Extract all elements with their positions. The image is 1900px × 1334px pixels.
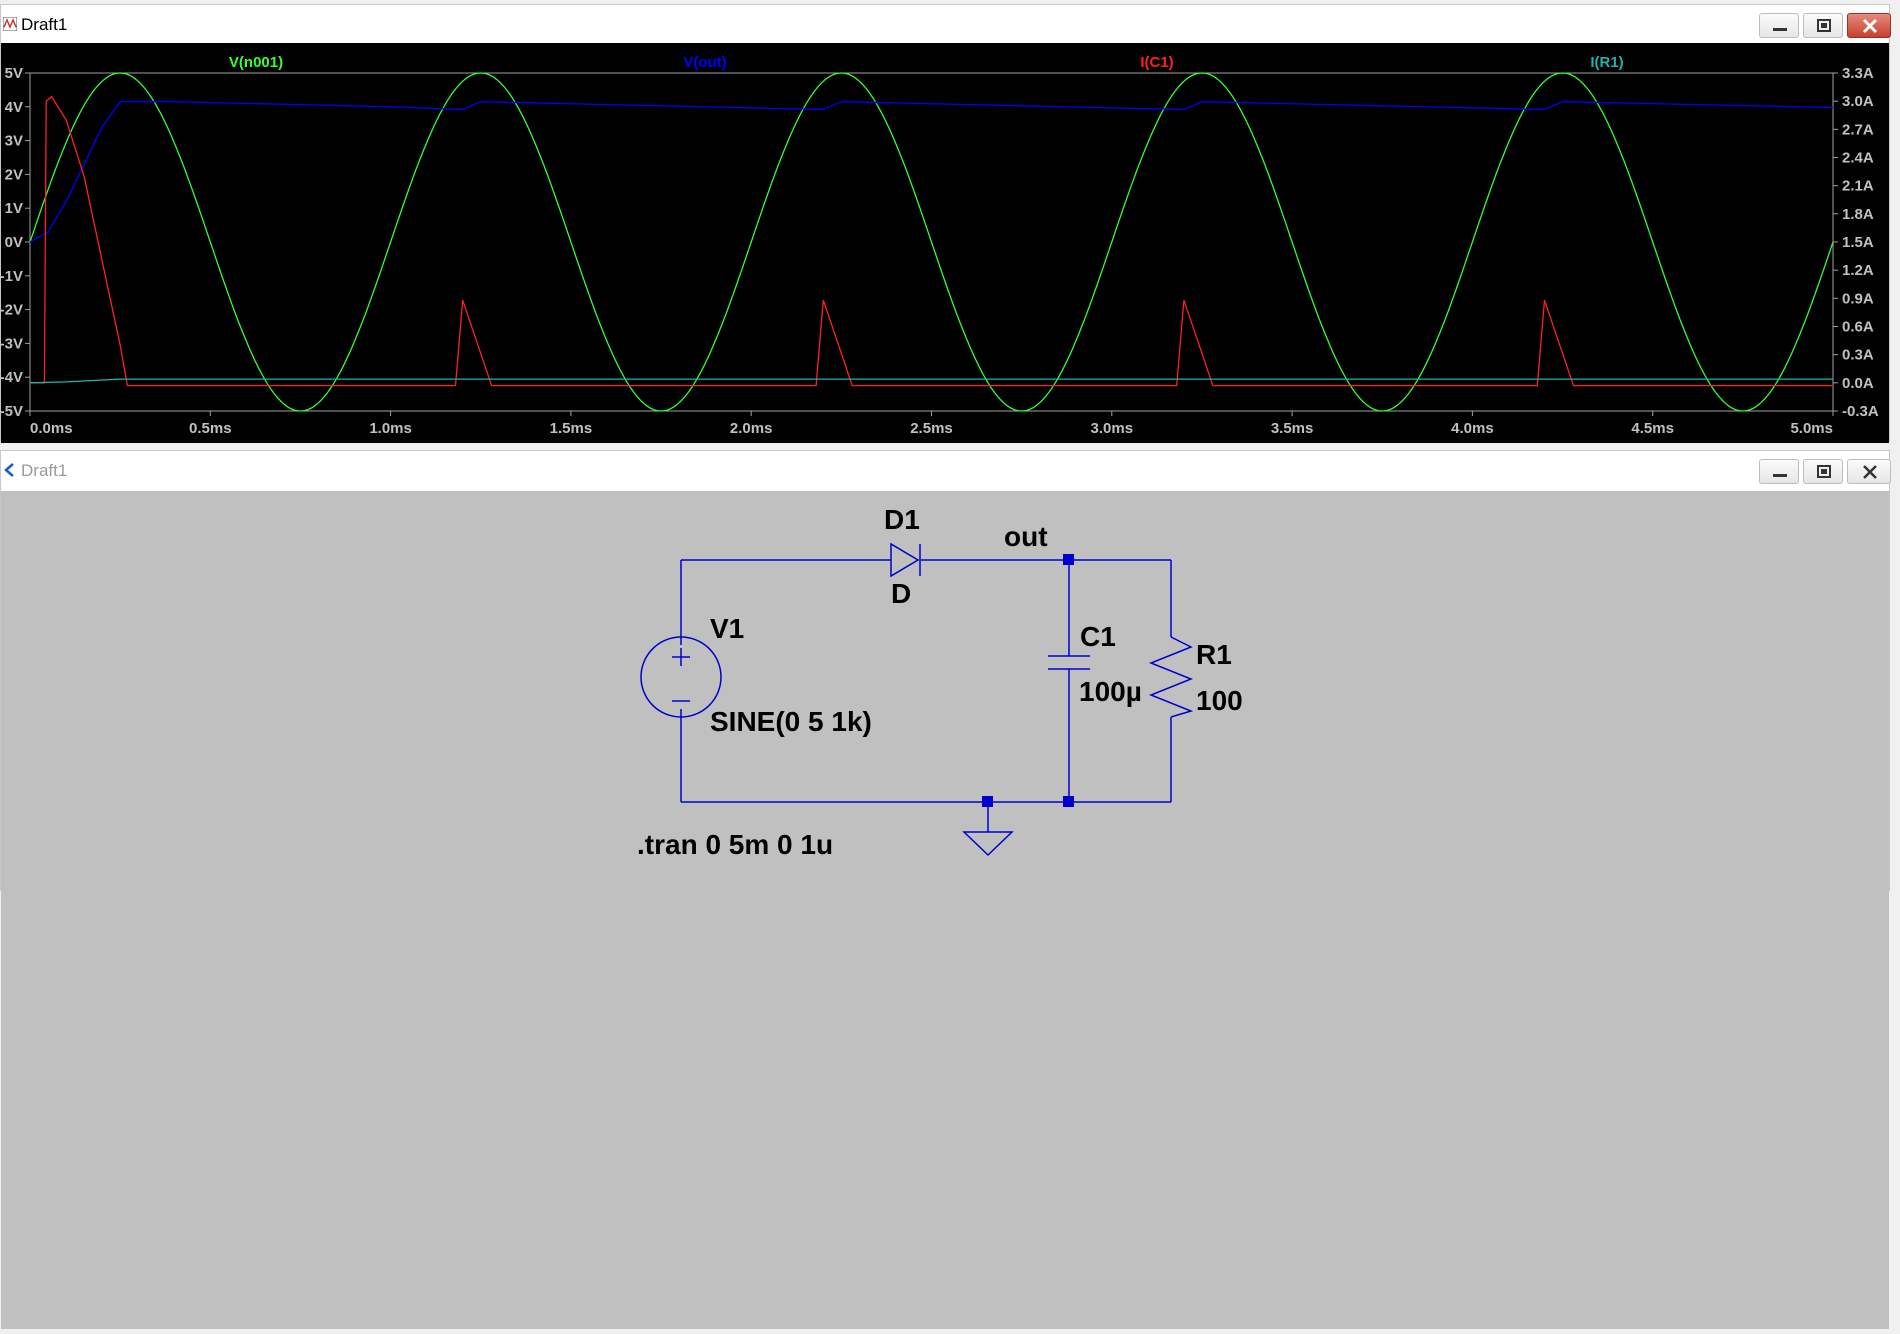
net-label-out[interactable]: out (1004, 521, 1048, 552)
x-tick-label: 2.0ms (730, 420, 773, 437)
trace-label: I(C1) (1140, 54, 1173, 71)
capacitor-c1[interactable] (1048, 655, 1090, 670)
right-tick-label: 2.4A (1842, 150, 1874, 167)
trace-label: I(R1) (1590, 54, 1623, 71)
waveform-plot[interactable]: 0.0ms 0.5ms 1.0ms 1.5ms 2.0ms 2.5ms 3.0ms 3.5ms… (0, 43, 1889, 443)
maximize-button[interactable] (1803, 459, 1843, 484)
x-tick-label: 3.5ms (1271, 420, 1314, 437)
spice-directive[interactable]: .tran 0 5m 0 1u (637, 829, 833, 860)
right-tick-label: 3.0A (1842, 93, 1874, 110)
right-tick-label: 0.0A (1842, 375, 1874, 392)
x-tick-label: 4.0ms (1451, 420, 1494, 437)
capacitor-value-label[interactable]: 100µ (1079, 676, 1142, 707)
right-tick-label: 0.6A (1842, 319, 1874, 336)
left-tick-label: 1V (5, 200, 23, 217)
schematic-window: Draft1 (0, 450, 1891, 1329)
minimize-icon (1773, 28, 1787, 31)
plot-window-titlebar[interactable]: Draft1 (1, 5, 1891, 43)
right-tick-label: -0.3A (1842, 403, 1879, 420)
junctions (982, 554, 1074, 807)
right-tick-label: 1.2A (1842, 262, 1874, 279)
waveform-chart[interactable]: 0.0ms 0.5ms 1.0ms 1.5ms 2.0ms 2.5ms 3.0ms 3.5ms… (0, 43, 1889, 443)
minimize-icon (1773, 474, 1787, 477)
trace-label: V(n001) (229, 54, 283, 71)
ground-symbol[interactable] (962, 831, 1014, 857)
right-tick-label: 1.5A (1842, 234, 1874, 251)
x-tick-label: 1.5ms (550, 420, 593, 437)
restore-icon (1817, 465, 1831, 478)
schematic-drawing[interactable]: D1 D out V1 SINE(0 5 1k) C1 100µ R1 100 … (1, 491, 1889, 1329)
capacitor-name-label[interactable]: C1 (1080, 621, 1116, 652)
source-value-label[interactable]: SINE(0 5 1k) (710, 706, 872, 737)
minimize-button[interactable] (1759, 13, 1799, 38)
left-tick-label: -5V (1, 403, 23, 420)
plot-window-title: Draft1 (21, 15, 68, 34)
source-name-label[interactable]: V1 (710, 613, 744, 644)
trace-v-out (29, 101, 1834, 243)
schematic-window-titlebar[interactable]: Draft1 (1, 451, 1891, 489)
close-button[interactable] (1847, 459, 1891, 484)
right-tick-label: 2.7A (1842, 121, 1874, 138)
diode-model-label[interactable]: D (891, 578, 911, 609)
resistor-name-label[interactable]: R1 (1196, 639, 1232, 670)
resistor-r1[interactable] (1148, 636, 1194, 718)
right-tick-label: 0.9A (1842, 290, 1874, 307)
junction-dot (1063, 796, 1074, 807)
left-tick-label: 4V (5, 99, 23, 116)
x-tick-label: 1.0ms (369, 420, 412, 437)
junction-dot (1063, 554, 1074, 565)
restore-icon (1817, 19, 1831, 32)
left-tick-label: 2V (5, 166, 23, 183)
trace-i-c1 (30, 95, 1833, 387)
close-button[interactable] (1847, 13, 1891, 38)
right-tick-label: 0.3A (1842, 347, 1874, 364)
schematic-canvas[interactable]: D1 D out V1 SINE(0 5 1k) C1 100µ R1 100 … (1, 491, 1889, 1329)
resistor-value-label[interactable]: 100 (1196, 685, 1243, 716)
left-tick-label: 3V (5, 133, 23, 150)
left-tick-label: 5V (5, 65, 23, 82)
wires[interactable] (680, 559, 1172, 832)
junction-dot (982, 796, 993, 807)
schematic-window-title: Draft1 (21, 461, 68, 480)
minimize-button[interactable] (1759, 459, 1799, 484)
close-icon (1863, 465, 1877, 479)
voltage-source-v1[interactable] (640, 636, 722, 718)
waveform-viewer-icon (3, 17, 17, 31)
left-tick-label: -3V (1, 335, 23, 352)
x-tick-label: 5.0ms (1790, 420, 1833, 437)
right-tick-label: 1.8A (1842, 206, 1874, 223)
trace-v-n001 (29, 72, 1834, 412)
plot-window: Draft1 0.0ms 0.5ms 1.0ms 1.5ms 2.0ms 2.5ms 3.0… (0, 4, 1891, 443)
diode-d1[interactable] (890, 542, 921, 578)
close-icon (1862, 18, 1878, 34)
x-tick-label: 0.0ms (30, 420, 73, 437)
x-tick-label: 4.5ms (1631, 420, 1674, 437)
right-tick-label: 3.3A (1842, 65, 1874, 82)
x-tick-label: 3.0ms (1091, 420, 1134, 437)
diode-name-label[interactable]: D1 (884, 504, 920, 535)
x-tick-label: 2.5ms (910, 420, 953, 437)
trace-label: V(out) (683, 54, 726, 71)
x-tick-label: 0.5ms (189, 420, 232, 437)
left-tick-label: -4V (1, 369, 23, 386)
trace-i-r1 (29, 378, 1833, 384)
right-tick-label: 2.1A (1842, 178, 1874, 195)
maximize-button[interactable] (1803, 13, 1843, 38)
left-tick-label: -1V (1, 268, 23, 285)
left-tick-label: -2V (1, 302, 23, 319)
schematic-editor-icon (4, 463, 14, 477)
left-tick-label: 0V (5, 234, 23, 251)
